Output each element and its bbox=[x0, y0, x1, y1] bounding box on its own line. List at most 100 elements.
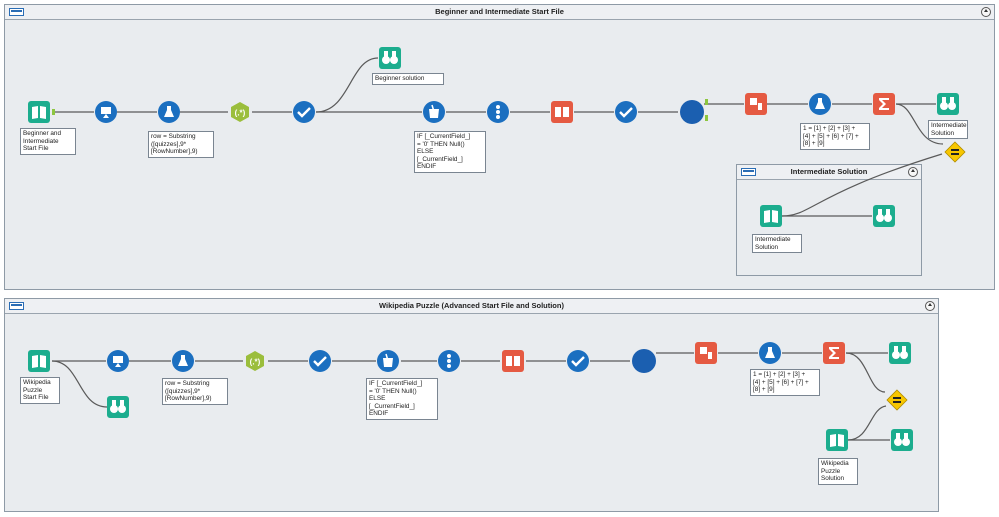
equals-icon bbox=[944, 141, 966, 163]
cup-icon bbox=[423, 101, 445, 123]
transpose-icon bbox=[438, 350, 460, 372]
sigma-icon bbox=[873, 93, 895, 115]
formula-tool[interactable] bbox=[809, 93, 831, 115]
crosstab-icon bbox=[502, 350, 524, 372]
container-header[interactable]: Beginner and Intermediate Start File bbox=[5, 5, 994, 20]
crosstab-icon bbox=[745, 93, 767, 115]
circle-icon bbox=[680, 100, 704, 124]
browse-tool[interactable] bbox=[107, 396, 129, 418]
regex-tool[interactable]: (.*) bbox=[229, 101, 251, 123]
annotation-input: Intermediate Solution bbox=[752, 234, 802, 254]
checkmark-icon bbox=[293, 101, 315, 123]
sigma-icon bbox=[823, 342, 845, 364]
book-icon bbox=[760, 205, 782, 227]
annotation-formula: 1 = [1] + [2] + [3] + [4] + [5] + [6] + … bbox=[800, 123, 870, 150]
annotation-multi-field: IF [_CurrentField_] = '0' THEN Null() EL… bbox=[366, 378, 438, 420]
browse-tool[interactable] bbox=[891, 429, 913, 451]
regex-icon: (.*) bbox=[231, 102, 249, 122]
circle-icon bbox=[632, 349, 656, 373]
container-header[interactable]: Wikipedia Puzzle (Advanced Start File an… bbox=[5, 299, 938, 314]
regex-tool[interactable]: (.*) bbox=[244, 350, 266, 372]
svg-text:(.*): (.*) bbox=[250, 358, 261, 367]
input-data-tool[interactable] bbox=[28, 101, 50, 123]
output-anchor[interactable] bbox=[705, 99, 708, 105]
crosstab-icon bbox=[695, 342, 717, 364]
flask-icon bbox=[809, 93, 831, 115]
join-tool[interactable] bbox=[502, 350, 524, 372]
container-wikipedia-puzzle[interactable]: Wikipedia Puzzle (Advanced Start File an… bbox=[4, 298, 939, 512]
formula-tool[interactable] bbox=[158, 101, 180, 123]
binoculars-icon bbox=[889, 342, 911, 364]
browse-tool[interactable] bbox=[889, 342, 911, 364]
collapse-button[interactable] bbox=[981, 7, 991, 17]
macro-tool[interactable] bbox=[631, 348, 657, 374]
collapse-button[interactable] bbox=[925, 301, 935, 311]
crosstab-icon bbox=[551, 101, 573, 123]
input-data-tool[interactable] bbox=[28, 350, 50, 372]
browse-tool[interactable] bbox=[873, 205, 895, 227]
container-icon bbox=[741, 168, 756, 176]
expect-equal-tool[interactable] bbox=[944, 141, 966, 163]
annotation-input: Wikipedia Puzzle Solution bbox=[818, 458, 858, 485]
summarize-tool[interactable] bbox=[823, 342, 845, 364]
container-title: Wikipedia Puzzle (Advanced Start File an… bbox=[379, 301, 564, 310]
record-id-icon bbox=[107, 350, 129, 372]
join-tool[interactable] bbox=[551, 101, 573, 123]
select-tool[interactable] bbox=[293, 101, 315, 123]
collapse-button[interactable] bbox=[908, 167, 918, 177]
flask-icon bbox=[759, 342, 781, 364]
equals-icon bbox=[886, 389, 908, 411]
browse-tool[interactable] bbox=[379, 47, 401, 69]
macro-tool[interactable] bbox=[679, 99, 705, 125]
annotation-browse: Intermediate Solution bbox=[928, 120, 968, 140]
annotation-multi-field: IF [_CurrentField_] = '0' THEN Null() EL… bbox=[414, 131, 486, 173]
transpose-tool[interactable] bbox=[438, 350, 460, 372]
formula-tool[interactable] bbox=[172, 350, 194, 372]
flask-icon bbox=[172, 350, 194, 372]
regex-icon: (.*) bbox=[246, 351, 264, 371]
book-icon bbox=[28, 350, 50, 372]
annotation-input: Beginner and Intermediate Start File bbox=[20, 128, 76, 155]
container-title: Intermediate Solution bbox=[790, 167, 868, 176]
container-icon bbox=[9, 8, 24, 16]
checkmark-icon bbox=[309, 350, 331, 372]
flask-icon bbox=[158, 101, 180, 123]
checkmark-icon bbox=[567, 350, 589, 372]
binoculars-icon bbox=[107, 396, 129, 418]
multi-field-formula-tool[interactable] bbox=[377, 350, 399, 372]
annotation-browse: Beginner solution bbox=[372, 73, 444, 85]
binoculars-icon bbox=[891, 429, 913, 451]
record-id-icon bbox=[95, 101, 117, 123]
multi-field-formula-tool[interactable] bbox=[423, 101, 445, 123]
formula-tool[interactable] bbox=[759, 342, 781, 364]
crosstab-tool[interactable] bbox=[695, 342, 717, 364]
book-icon bbox=[28, 101, 50, 123]
select-tool[interactable] bbox=[615, 101, 637, 123]
input-data-tool[interactable] bbox=[760, 205, 782, 227]
summarize-tool[interactable] bbox=[873, 93, 895, 115]
browse-tool[interactable] bbox=[937, 93, 959, 115]
record-id-tool[interactable] bbox=[107, 350, 129, 372]
binoculars-icon bbox=[379, 47, 401, 69]
select-tool[interactable] bbox=[567, 350, 589, 372]
output-anchor[interactable] bbox=[705, 115, 708, 121]
annotation-input: Wikipedia Puzzle Start File bbox=[20, 377, 60, 404]
annotation-formula: row = Substring ([quizzes],9* [RowNumber… bbox=[148, 131, 214, 158]
checkmark-icon bbox=[615, 101, 637, 123]
container-title: Beginner and Intermediate Start File bbox=[435, 7, 564, 16]
transpose-tool[interactable] bbox=[487, 101, 509, 123]
transpose-icon bbox=[487, 101, 509, 123]
record-id-tool[interactable] bbox=[95, 101, 117, 123]
svg-text:(.*): (.*) bbox=[235, 109, 246, 118]
crosstab-tool[interactable] bbox=[745, 93, 767, 115]
output-anchor[interactable] bbox=[52, 109, 55, 115]
binoculars-icon bbox=[937, 93, 959, 115]
expect-equal-tool[interactable] bbox=[886, 389, 908, 411]
book-icon bbox=[826, 429, 848, 451]
select-tool[interactable] bbox=[309, 350, 331, 372]
container-header[interactable]: Intermediate Solution bbox=[737, 165, 921, 180]
input-data-tool[interactable] bbox=[826, 429, 848, 451]
annotation-formula: 1 = [1] + [2] + [3] + [4] + [5] + [6] + … bbox=[750, 369, 820, 396]
binoculars-icon bbox=[873, 205, 895, 227]
cup-icon bbox=[377, 350, 399, 372]
